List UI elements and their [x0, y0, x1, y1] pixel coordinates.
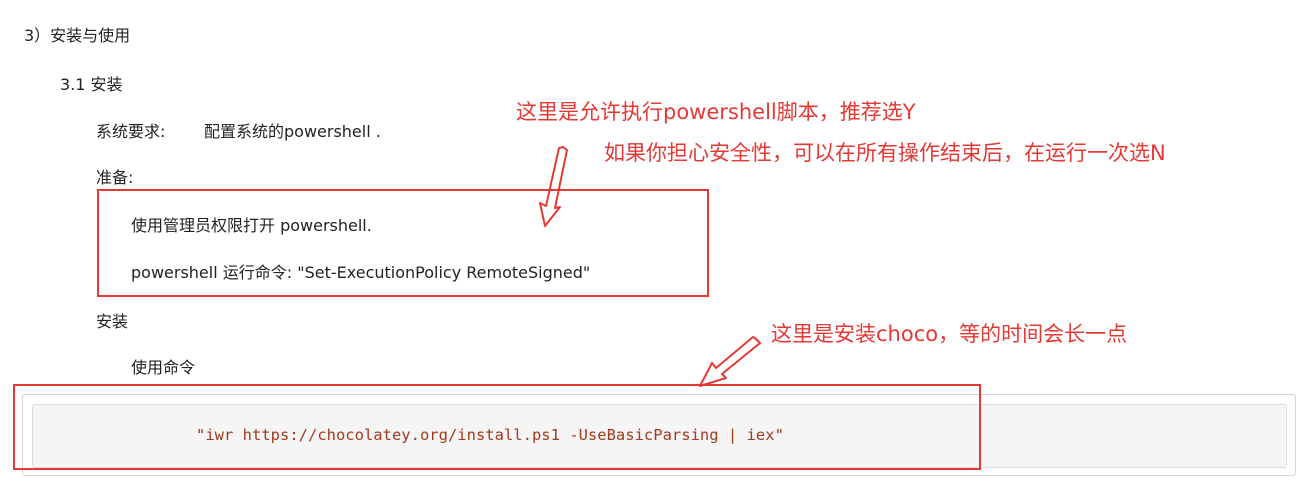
- annotation-security-note: 如果你担心安全性，可以在所有操作结束后，在运行一次选N: [604, 141, 1166, 165]
- preparation-highlight-box: [97, 189, 709, 297]
- annotation-arrow-2-icon: [699, 336, 761, 387]
- subsection-title: 3.1 安装: [60, 75, 123, 94]
- code-highlight-box: [13, 384, 981, 470]
- preparation-step-2: powershell 运行命令: "Set-ExecutionPolicy Re…: [131, 263, 591, 282]
- code-block: [32, 404, 1287, 468]
- requirements-value: 配置系统的powershell .: [204, 122, 381, 141]
- install-command-code[interactable]: "iwr https://chocolatey.org/install.ps1 …: [196, 426, 784, 444]
- preparation-step-1: 使用管理员权限打开 powershell.: [131, 216, 372, 235]
- section-title: 3）安装与使用: [24, 26, 131, 45]
- preparation-label: 准备:: [96, 168, 134, 187]
- use-command-label: 使用命令: [131, 358, 196, 377]
- annotation-install-choco: 这里是安装choco，等的时间会长一点: [771, 322, 1128, 346]
- install-label: 安装: [96, 312, 129, 331]
- requirements-label: 系统要求:: [96, 122, 166, 141]
- annotation-execution-policy: 这里是允许执行powershell脚本，推荐选Y: [516, 100, 916, 124]
